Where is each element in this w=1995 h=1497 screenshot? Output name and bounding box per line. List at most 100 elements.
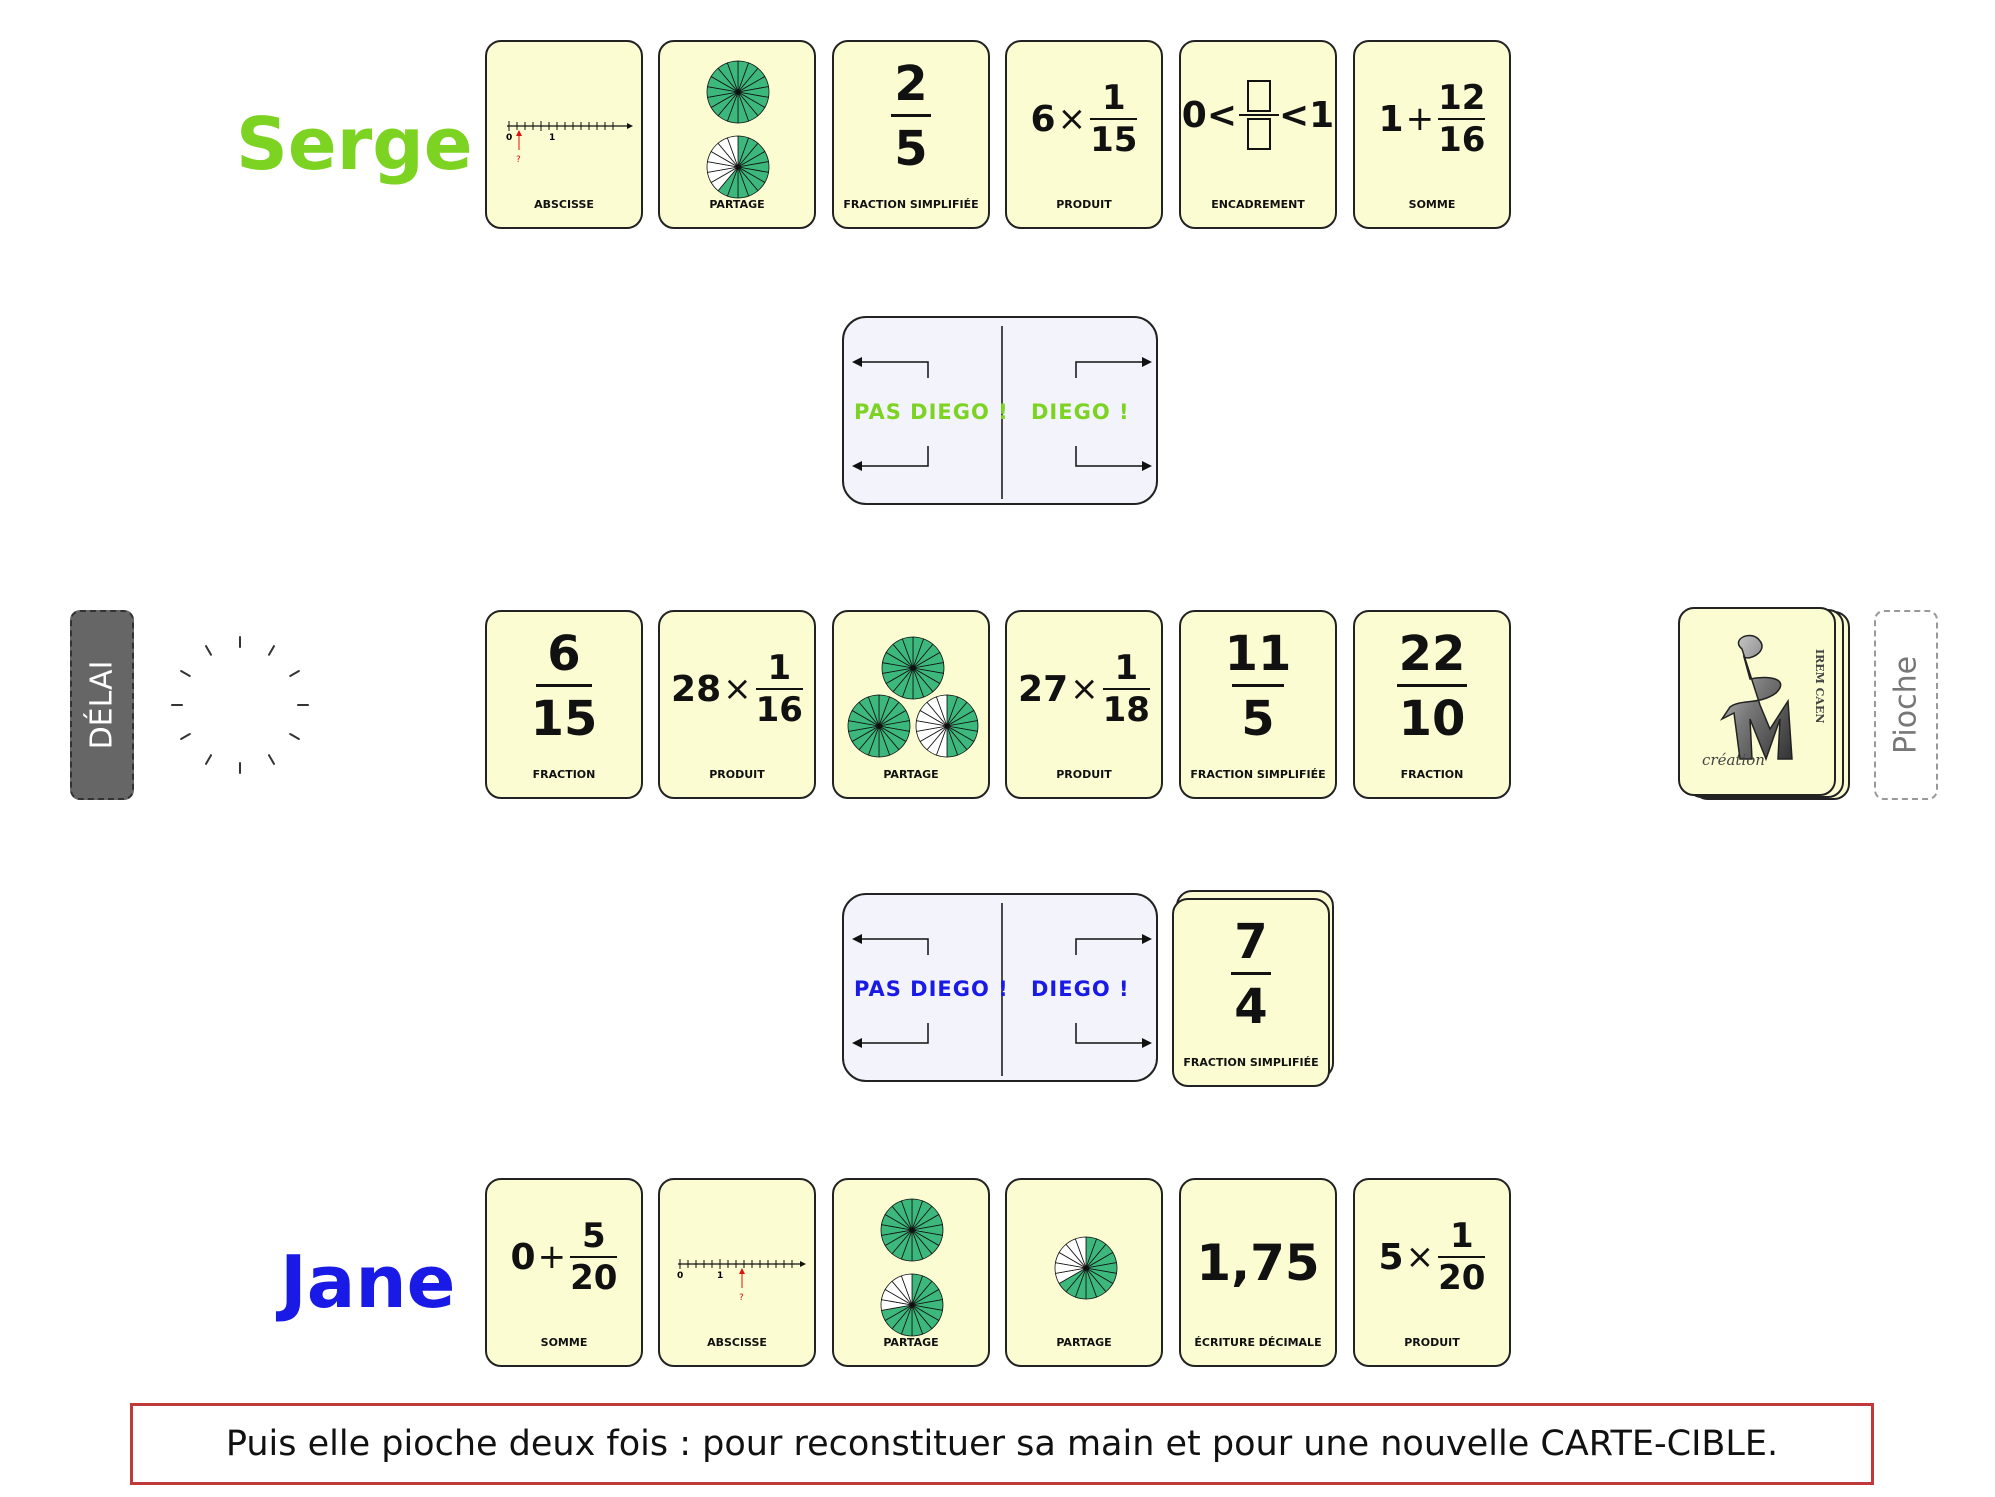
expr-operator: +	[1405, 99, 1435, 139]
fraction-denominator: 10	[1398, 691, 1466, 747]
deck-card-top[interactable]: création IREM CAEN	[1678, 607, 1836, 796]
card-label: FRACTION SIMPLIFIÉE	[843, 198, 979, 211]
fraction-numerator: 1	[1101, 78, 1126, 118]
card-label: FRACTION SIMPLIFIÉE	[1183, 1056, 1319, 1069]
fraction-denominator: 16	[755, 690, 803, 730]
row-card-5[interactable]: 11 5 FRACTION SIMPLIFIÉE	[1179, 610, 1337, 799]
irem-logo-icon: création IREM CAEN	[1702, 634, 1826, 769]
hand-card-bottom-5[interactable]: 1,75 ÉCRITURE DÉCIMALE	[1179, 1178, 1337, 1367]
card-label: ABSCISSE	[534, 198, 594, 211]
empty-box-icon	[1247, 118, 1271, 150]
fraction: 7 4	[1174, 914, 1328, 1035]
deck-stack[interactable]: création IREM CAEN	[1678, 607, 1850, 802]
draw-pile-button[interactable]: Pioche	[1874, 610, 1938, 800]
fraction-numerator: 5	[581, 1216, 606, 1256]
logo-text: création	[1702, 751, 1765, 769]
pas-diego-label[interactable]: PAS DIEGO !	[854, 400, 1009, 424]
expr-operator: ×	[1070, 669, 1099, 709]
expr-left: 0<	[1181, 94, 1237, 136]
hand-card-top-5[interactable]: 0< <1 ENCADREMENT	[1179, 40, 1337, 229]
fraction-denominator: 15	[530, 691, 598, 747]
hand-card-top-2[interactable]: PARTAGE	[658, 40, 816, 229]
pie-chart	[706, 135, 770, 199]
draw-pile-label: Pioche	[1888, 655, 1924, 755]
numberline-question: ?	[739, 1293, 744, 1303]
spinner-tick	[289, 733, 300, 740]
diego-board-bottom[interactable]: PAS DIEGO ! DIEGO !	[842, 893, 1158, 1082]
hand-card-bottom-3[interactable]: PARTAGE	[832, 1178, 990, 1367]
card-label: PARTAGE	[709, 198, 765, 211]
fraction-numerator: 1	[1449, 1216, 1474, 1256]
target-card[interactable]: 7 4 FRACTION SIMPLIFIÉE	[1172, 898, 1330, 1087]
pie-chart	[881, 636, 945, 700]
pie-slice	[900, 1198, 913, 1231]
encadrement-expression: 0< <1	[1181, 78, 1335, 152]
instruction-caption: Puis elle pioche deux fois : pour recons…	[130, 1403, 1874, 1485]
pie-slice	[726, 135, 739, 168]
numberline-question: ?	[516, 155, 521, 165]
expr-lead: 28	[671, 668, 722, 710]
fraction-numerator: 2	[894, 56, 928, 112]
row-card-3[interactable]: PARTAGE	[832, 610, 990, 799]
fraction-denominator: 5	[1241, 691, 1275, 747]
diego-board-top[interactable]: PAS DIEGO ! DIEGO !	[842, 316, 1158, 505]
pie-chart	[880, 1273, 944, 1337]
pie-graphic	[880, 1198, 944, 1337]
pie-chart	[915, 694, 979, 758]
timer-label: DÉLAI	[84, 660, 120, 750]
timer-button[interactable]: DÉLAI	[70, 610, 134, 800]
spinner-tick	[268, 754, 275, 765]
card-label: FRACTION SIMPLIFIÉE	[1190, 768, 1326, 781]
fraction-denominator: 20	[1438, 1258, 1486, 1298]
card-label: PRODUIT	[1056, 768, 1112, 781]
expr-lead: 1	[1378, 98, 1404, 140]
pie-graphic	[1054, 1236, 1118, 1300]
pie-slice	[867, 694, 880, 727]
card-label: SOMME	[1408, 198, 1456, 211]
card-label: PARTAGE	[883, 1336, 939, 1349]
card-label: PARTAGE	[883, 768, 939, 781]
row-card-6[interactable]: 22 10 FRACTION	[1353, 610, 1511, 799]
card-label: ENCADREMENT	[1211, 198, 1305, 211]
hand-card-top-3[interactable]: 2 5 FRACTION SIMPLIFIÉE	[832, 40, 990, 229]
fraction: 11 5	[1181, 626, 1335, 747]
diego-label[interactable]: DIEGO !	[1031, 400, 1130, 424]
numberline-tick-1: 1	[549, 133, 555, 143]
fraction: 22 10	[1355, 626, 1509, 747]
row-card-1[interactable]: 6 15 FRACTION	[485, 610, 643, 799]
diego-arrows	[852, 326, 1152, 499]
spinner-tick	[205, 754, 212, 765]
hand-card-bottom-2[interactable]: 0 1 ? ABSCISSE	[658, 1178, 816, 1367]
diego-label[interactable]: DIEGO !	[1031, 977, 1130, 1001]
numberline-tick-0: 0	[506, 133, 512, 143]
pas-diego-label[interactable]: PAS DIEGO !	[854, 977, 1009, 1001]
pie-slice	[726, 60, 739, 93]
expr-operator: ×	[723, 669, 752, 709]
spinner-tick	[205, 645, 212, 656]
card-label: FRACTION	[532, 768, 596, 781]
pie-chart	[880, 1198, 944, 1262]
expr-operator: ×	[1057, 99, 1087, 139]
empty-box-icon	[1247, 80, 1271, 112]
card-label: ÉCRITURE DÉCIMALE	[1194, 1336, 1322, 1349]
pie-graphic	[847, 636, 979, 758]
target-card-stack[interactable]: 7 4 FRACTION SIMPLIFIÉE	[1172, 890, 1340, 1090]
hand-card-top-1[interactable]: 0 1 ? ABSCISSE	[485, 40, 643, 229]
player-name-top: Serge	[236, 102, 473, 186]
hand-card-bottom-4[interactable]: PARTAGE	[1005, 1178, 1163, 1367]
card-label: PRODUIT	[1404, 1336, 1460, 1349]
numberline-tick-0: 0	[677, 1271, 683, 1281]
pie-slice	[1074, 1236, 1087, 1269]
